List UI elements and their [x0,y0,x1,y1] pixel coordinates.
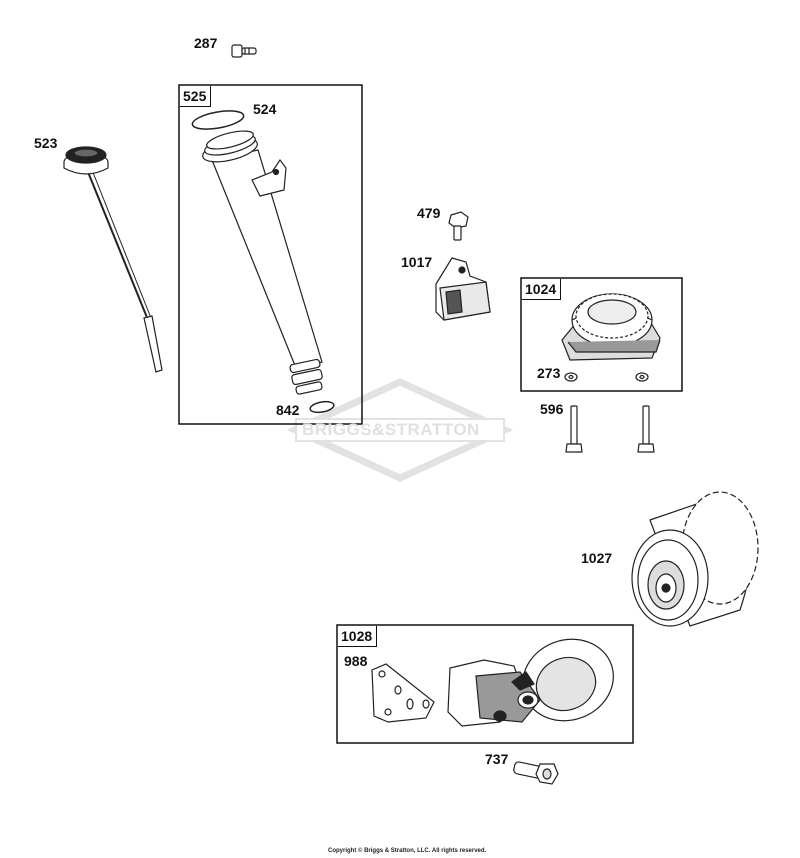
bolt-479-icon [448,211,469,241]
group-label-525: 525 [180,86,212,107]
part-label-524: 524 [253,101,277,117]
group-box-525 [178,84,363,425]
group-box-1024 [520,277,683,392]
oil-pump-1024-icon [561,293,661,361]
watermark-text: BRIGGS&STRATTON [302,420,480,439]
part-label-287: 287 [194,35,218,51]
fill-tube-525-icon [202,130,323,395]
part-label-523: 523 [34,135,58,151]
washer-273-icon [564,372,649,382]
bolt-596-icon [565,405,655,453]
part-label-737: 737 [485,751,509,767]
gasket-988-icon [371,663,435,723]
part-label-596: 596 [540,401,564,417]
group-label-1028: 1028 [338,626,378,647]
group-label-1024: 1024 [522,279,562,300]
briggs-stratton-watermark-logo [286,378,514,482]
part-label-479: 479 [417,205,441,221]
part-label-842: 842 [276,402,300,418]
group-box-1028 [336,624,634,744]
part-label-988: 988 [344,653,368,669]
part-label-1027: 1027 [581,550,613,566]
copyright-notice: Copyright © Briggs & Stratton, LLC. All … [328,848,487,854]
bolt-287-icon [231,44,257,58]
part-label-1017: 1017 [401,254,433,270]
fitting-737-icon [513,761,559,785]
bracket-1017-icon [435,257,491,321]
o-ring-842-icon [309,400,335,414]
oil-filter-1027-icon [631,491,759,627]
dipstick-523-icon [63,146,163,373]
part-label-273: 273 [537,365,561,381]
filter-adapter-1028-icon [447,638,614,727]
o-ring-524-icon [191,110,245,130]
